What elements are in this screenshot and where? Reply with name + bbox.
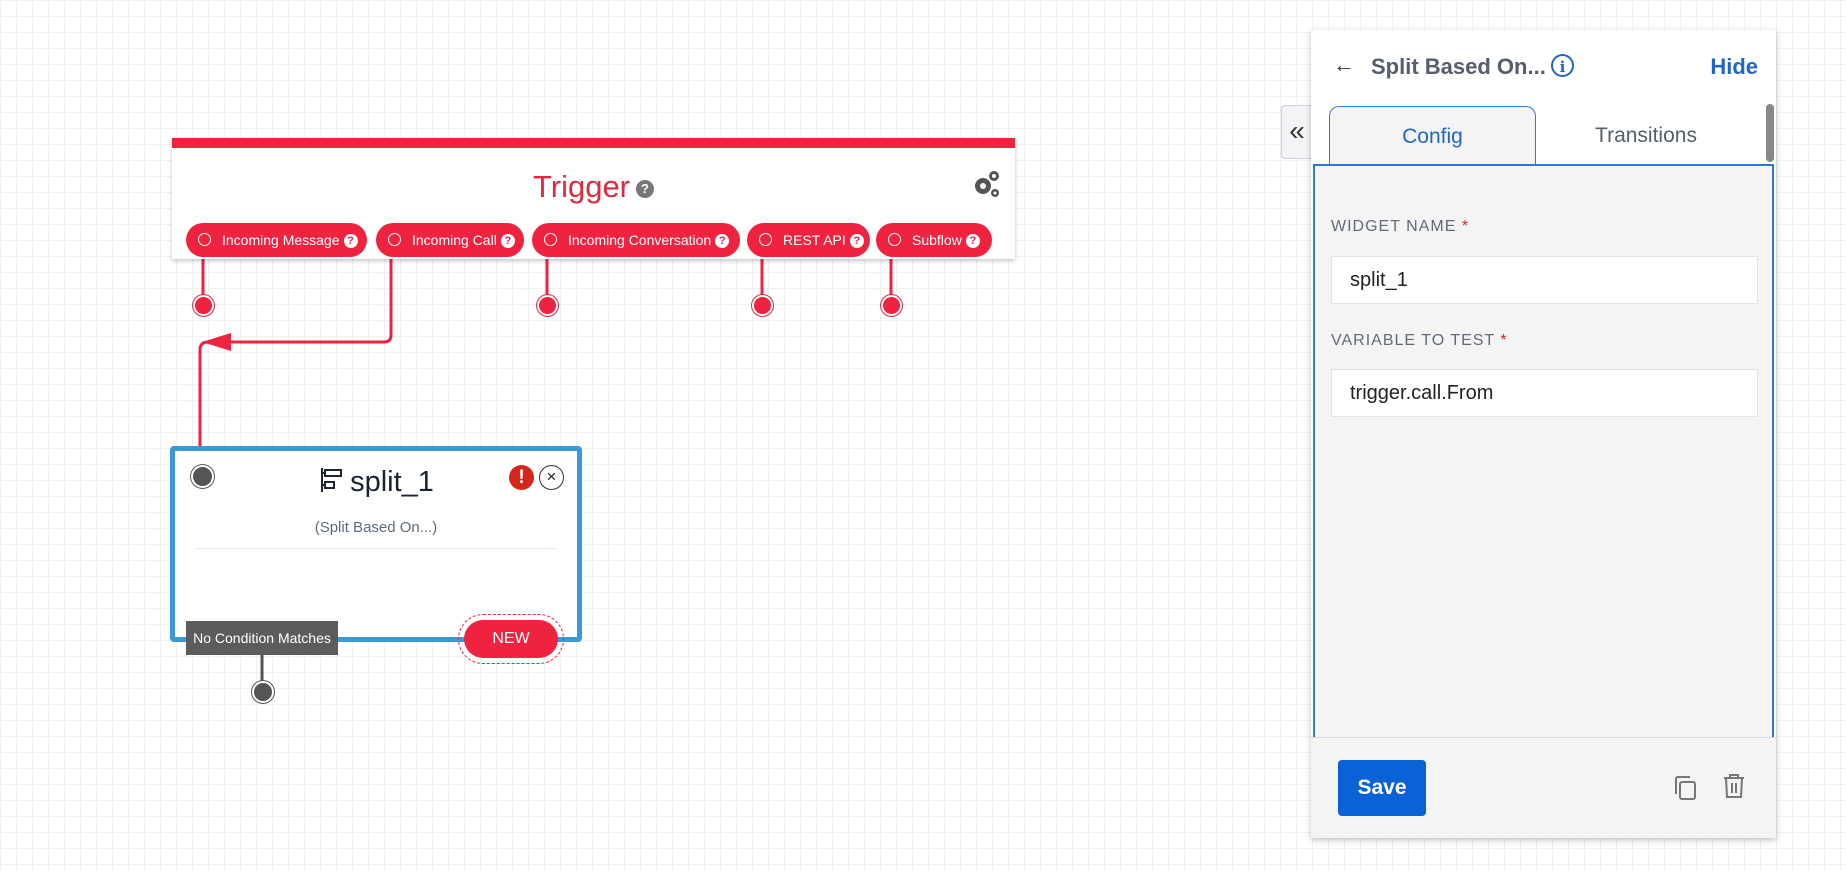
port-ring-icon <box>888 233 901 246</box>
input-port[interactable] <box>191 465 214 488</box>
back-arrow-icon[interactable]: ← <box>1333 52 1355 77</box>
variable-to-test-input[interactable]: trigger.call.From <box>1331 369 1758 417</box>
help-icon[interactable]: ? <box>636 179 655 198</box>
output-port-incoming-message[interactable] <box>193 295 214 316</box>
copy-icon[interactable] <box>1672 774 1698 802</box>
widget-config-panel: ← Split Based On... i Hide Config Transi… <box>1311 30 1776 838</box>
save-button[interactable]: Save <box>1338 760 1426 816</box>
port-ring-icon <box>198 233 211 246</box>
trash-icon[interactable] <box>1722 772 1746 800</box>
tab-config[interactable]: Config <box>1329 106 1536 166</box>
port-ring-icon <box>388 233 401 246</box>
output-port-subflow[interactable] <box>881 295 902 316</box>
no-condition-matches-label: No Condition Matches <box>186 621 338 655</box>
split-widget-title: split_1 <box>175 465 577 499</box>
info-icon[interactable]: i <box>1551 54 1574 77</box>
hide-button[interactable]: Hide <box>1710 54 1758 79</box>
close-icon[interactable]: × <box>539 465 564 490</box>
panel-header: ← Split Based On... i Hide <box>1311 30 1776 103</box>
split-icon <box>321 468 343 492</box>
split-widget[interactable]: split_1 ! × (Split Based On...) <box>170 446 582 642</box>
output-port-rest-api[interactable] <box>752 295 773 316</box>
pill-rest-api[interactable]: REST API? <box>747 223 870 257</box>
widget-name-input[interactable]: split_1 <box>1331 256 1758 304</box>
scrollbar[interactable] <box>1766 104 1774 162</box>
divider <box>195 548 557 549</box>
output-port-incoming-conversation[interactable] <box>537 295 558 316</box>
help-icon[interactable]: ? <box>343 234 358 248</box>
error-icon[interactable]: ! <box>509 465 534 490</box>
collapse-panel-button[interactable]: « <box>1281 105 1313 159</box>
gear-icon[interactable] <box>971 168 1003 200</box>
widget-name-label: WIDGET NAME * <box>1331 218 1470 235</box>
config-form: WIDGET NAME * split_1 VARIABLE TO TEST *… <box>1313 164 1774 738</box>
split-widget-subtitle: (Split Based On...) <box>314 519 438 536</box>
port-ring-icon <box>544 233 557 246</box>
trigger-title: Trigger? <box>172 170 1015 204</box>
required-mark: * <box>1461 218 1470 235</box>
port-ring-icon <box>759 233 772 246</box>
help-icon[interactable]: ? <box>849 234 864 248</box>
pill-incoming-message[interactable]: Incoming Message? <box>186 223 367 257</box>
pill-incoming-conversation[interactable]: Incoming Conversation? <box>532 223 740 257</box>
pill-incoming-call[interactable]: Incoming Call? <box>376 223 524 257</box>
help-icon[interactable]: ? <box>965 234 980 248</box>
help-icon[interactable]: ? <box>715 234 730 248</box>
variable-to-test-label: VARIABLE TO TEST * <box>1331 332 1508 349</box>
required-mark: * <box>1500 332 1508 349</box>
tab-transitions[interactable]: Transitions <box>1595 124 1697 147</box>
output-port-no-condition[interactable] <box>252 681 274 703</box>
new-transition-button[interactable]: NEW <box>458 614 564 664</box>
arrow-head-icon <box>202 333 231 351</box>
panel-title: Split Based On... <box>1371 54 1546 79</box>
help-icon[interactable]: ? <box>500 234 515 248</box>
pill-subflow[interactable]: Subflow? <box>876 223 992 257</box>
panel-footer: Save <box>1311 737 1776 838</box>
new-button-label: NEW <box>464 620 558 658</box>
trigger-widget[interactable]: Trigger? Incoming Message? Incoming Call… <box>172 138 1015 259</box>
